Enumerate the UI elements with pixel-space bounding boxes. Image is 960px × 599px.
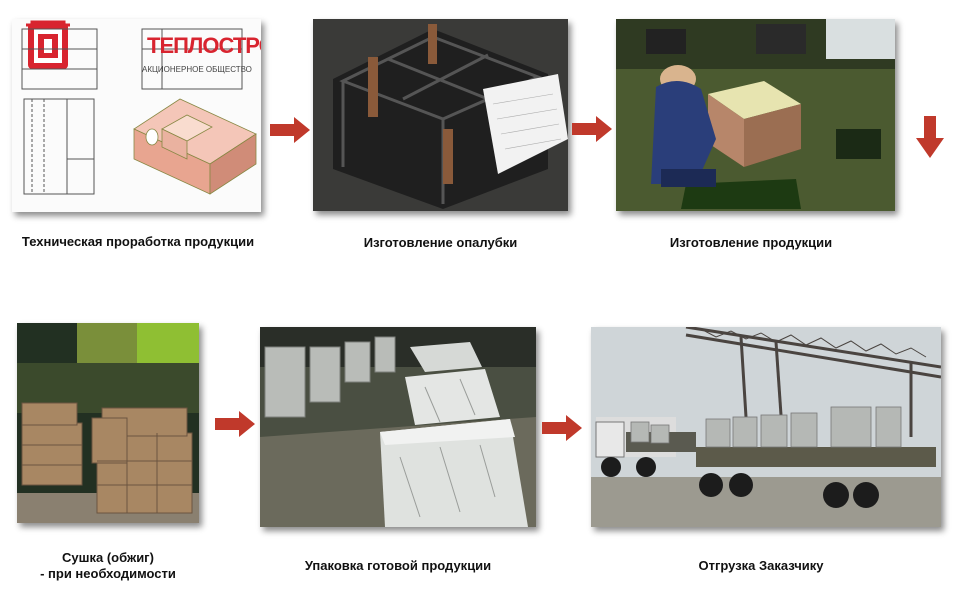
company-logo-subtitle: АКЦИОНЕРНОЕ ОБЩЕСТВО (142, 65, 252, 74)
step-4-caption: Сушка (обжиг) - при необходимости (17, 550, 199, 582)
packaging-photo (260, 327, 536, 527)
company-logo-text: ТЕПЛОСТРОЙ (147, 33, 261, 58)
arrow-right-1 (270, 117, 312, 143)
step-4-caption-line-2: - при необходимости (40, 566, 176, 581)
arrow-right-2 (572, 116, 614, 142)
technical-drawing-image: ТЕПЛОСТРОЙ АКЦИОНЕРНОЕ ОБЩЕСТВО (12, 19, 261, 212)
company-logo-icon (26, 20, 70, 69)
shipment-photo (591, 327, 941, 527)
drying-photo (17, 323, 199, 523)
step-4-caption-line-1: Сушка (обжиг) (62, 550, 154, 565)
manufacturing-photo (616, 19, 895, 211)
arrow-right-3 (215, 411, 257, 437)
arrow-right-4 (542, 415, 584, 441)
step-3-caption: Изготовление продукции (669, 235, 833, 250)
step-6-caption: Отгрузка Заказчику (698, 558, 824, 573)
arrow-down (916, 116, 944, 158)
step-2-caption: Изготовление опалубки (363, 235, 518, 250)
formwork-photo (313, 19, 568, 211)
step-1-caption: Техническая проработка продукции (21, 234, 255, 249)
step-5-caption: Упаковка готовой продукции (304, 558, 492, 573)
